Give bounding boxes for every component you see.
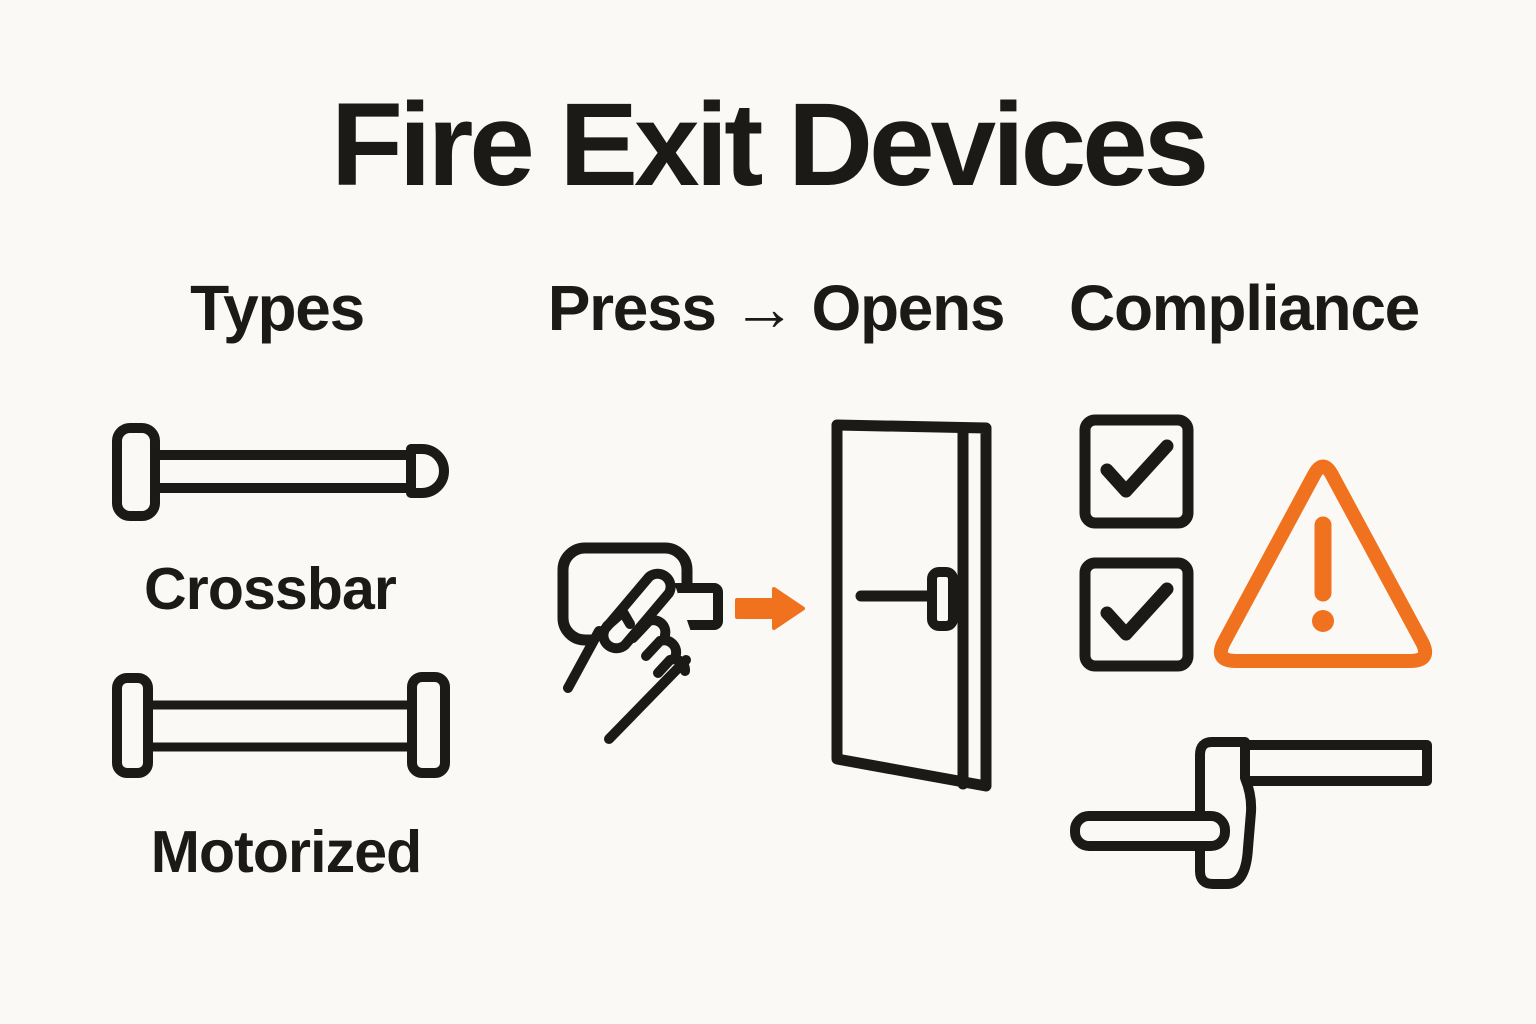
motorized-label: Motorized bbox=[150, 819, 423, 885]
warning-triangle-icon bbox=[1214, 459, 1432, 668]
page-title: Fire Exit Devices bbox=[330, 79, 1209, 211]
crossbar-icon bbox=[112, 423, 449, 521]
door-ajar-with-pushbar-icon bbox=[831, 419, 992, 792]
column-header-types: Types bbox=[190, 272, 365, 344]
crossbar-label: Crossbar bbox=[144, 556, 397, 622]
checkbox-checked-icon bbox=[1079, 557, 1194, 672]
lever-trim-icon bbox=[1070, 737, 1432, 889]
arrow-right-icon bbox=[735, 587, 805, 630]
column-header-press-opens: Press → Opens bbox=[547, 272, 1006, 344]
motorized-icon bbox=[112, 672, 450, 778]
column-header-compliance: Compliance bbox=[1069, 272, 1420, 344]
checkbox-checked-icon bbox=[1079, 414, 1194, 529]
hand-press-pushpad-icon bbox=[557, 542, 723, 744]
